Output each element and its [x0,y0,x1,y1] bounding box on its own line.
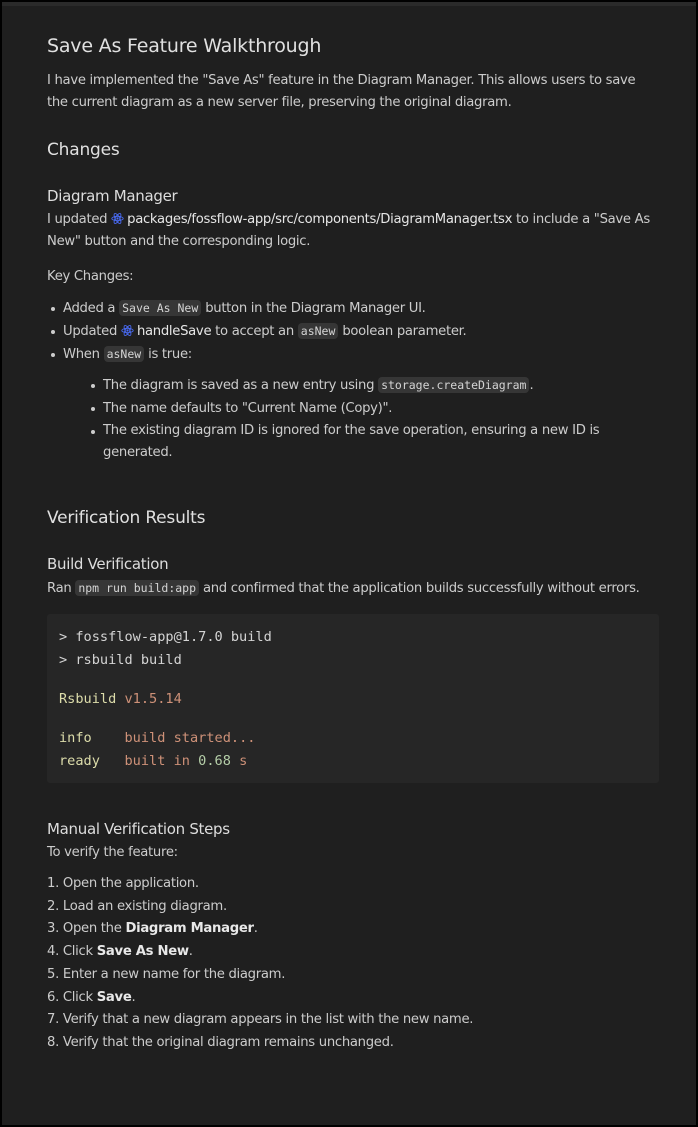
list-item: When asNew is true: [51,343,659,366]
step-item: 2. Load an existing diagram. [47,898,227,914]
manual-verification-heading: Manual Verification Steps [47,820,230,838]
symbol-link[interactable]: handleSave [121,324,212,339]
inline-code: Save As New [119,300,202,316]
build-verification-heading: Build Verification [47,555,169,573]
output-line: info build started... [59,730,256,746]
inline-code: asNew [103,346,145,362]
step-item: 1. Open the application. [47,876,199,891]
inline-code: asNew [297,323,339,339]
list-item: The existing diagram ID is ignored for t… [91,420,659,464]
build-output-codeblock[interactable]: > fossflow-app@1.7.0 build > rsbuild buil… [47,614,659,783]
step-item: 8. Verify that the original diagram rema… [47,1034,394,1050]
react-icon [111,213,124,224]
changes-heading: Changes [47,140,120,160]
list-item: The name defaults to "Current Name (Copy… [91,397,659,420]
document-content: Save As Feature Walkthrough I have imple… [47,30,659,1055]
output-line: ready built in 0.68 s [59,753,248,769]
verification-heading: Verification Results [47,508,206,528]
intro-paragraph: I have implemented the "Save As" feature… [47,73,636,110]
output-line: > rsbuild build [59,652,182,668]
manual-verification-intro: To verify the feature: [47,845,178,860]
list-item: The diagram is saved as a new entry usin… [91,374,659,397]
output-line: Rsbuild v1.5.14 [59,691,182,707]
diagram-manager-heading: Diagram Manager [47,187,178,205]
key-changes-list: Added a Save As New button in the Diagra… [47,297,659,366]
key-changes-label: Key Changes: [47,269,134,284]
list-item: Added a Save As New button in the Diagra… [51,297,659,320]
list-item: Updated handleSave to accept an asNew bo… [51,320,659,343]
step-item: 3. Open the Diagram Manager. [47,921,258,937]
output-line: > fossflow-app@1.7.0 build [59,629,272,645]
step-item: 7. Verify that a new diagram appears in … [47,1012,474,1028]
steps-list: 1. Open the application. 2. Load an exis… [47,873,659,1055]
step-item: 6. Click Save. [47,989,136,1005]
step-item: 5. Enter a new name for the diagram. [47,966,286,982]
diagram-manager-paragraph: I updated packages/fossflow-app/src/comp… [47,212,650,249]
inline-code: storage.createDiagram [378,377,530,393]
build-verification-paragraph: Ran npm run build:app and confirmed that… [47,580,640,596]
nested-list: The diagram is saved as a new entry usin… [47,374,659,464]
react-icon [121,325,134,336]
inline-code: npm run build:app [75,580,200,596]
step-item: 4. Click Save As New. [47,944,193,960]
page-title: Save As Feature Walkthrough [47,35,322,57]
file-link[interactable]: packages/fossflow-app/src/components/Dia… [111,212,512,227]
